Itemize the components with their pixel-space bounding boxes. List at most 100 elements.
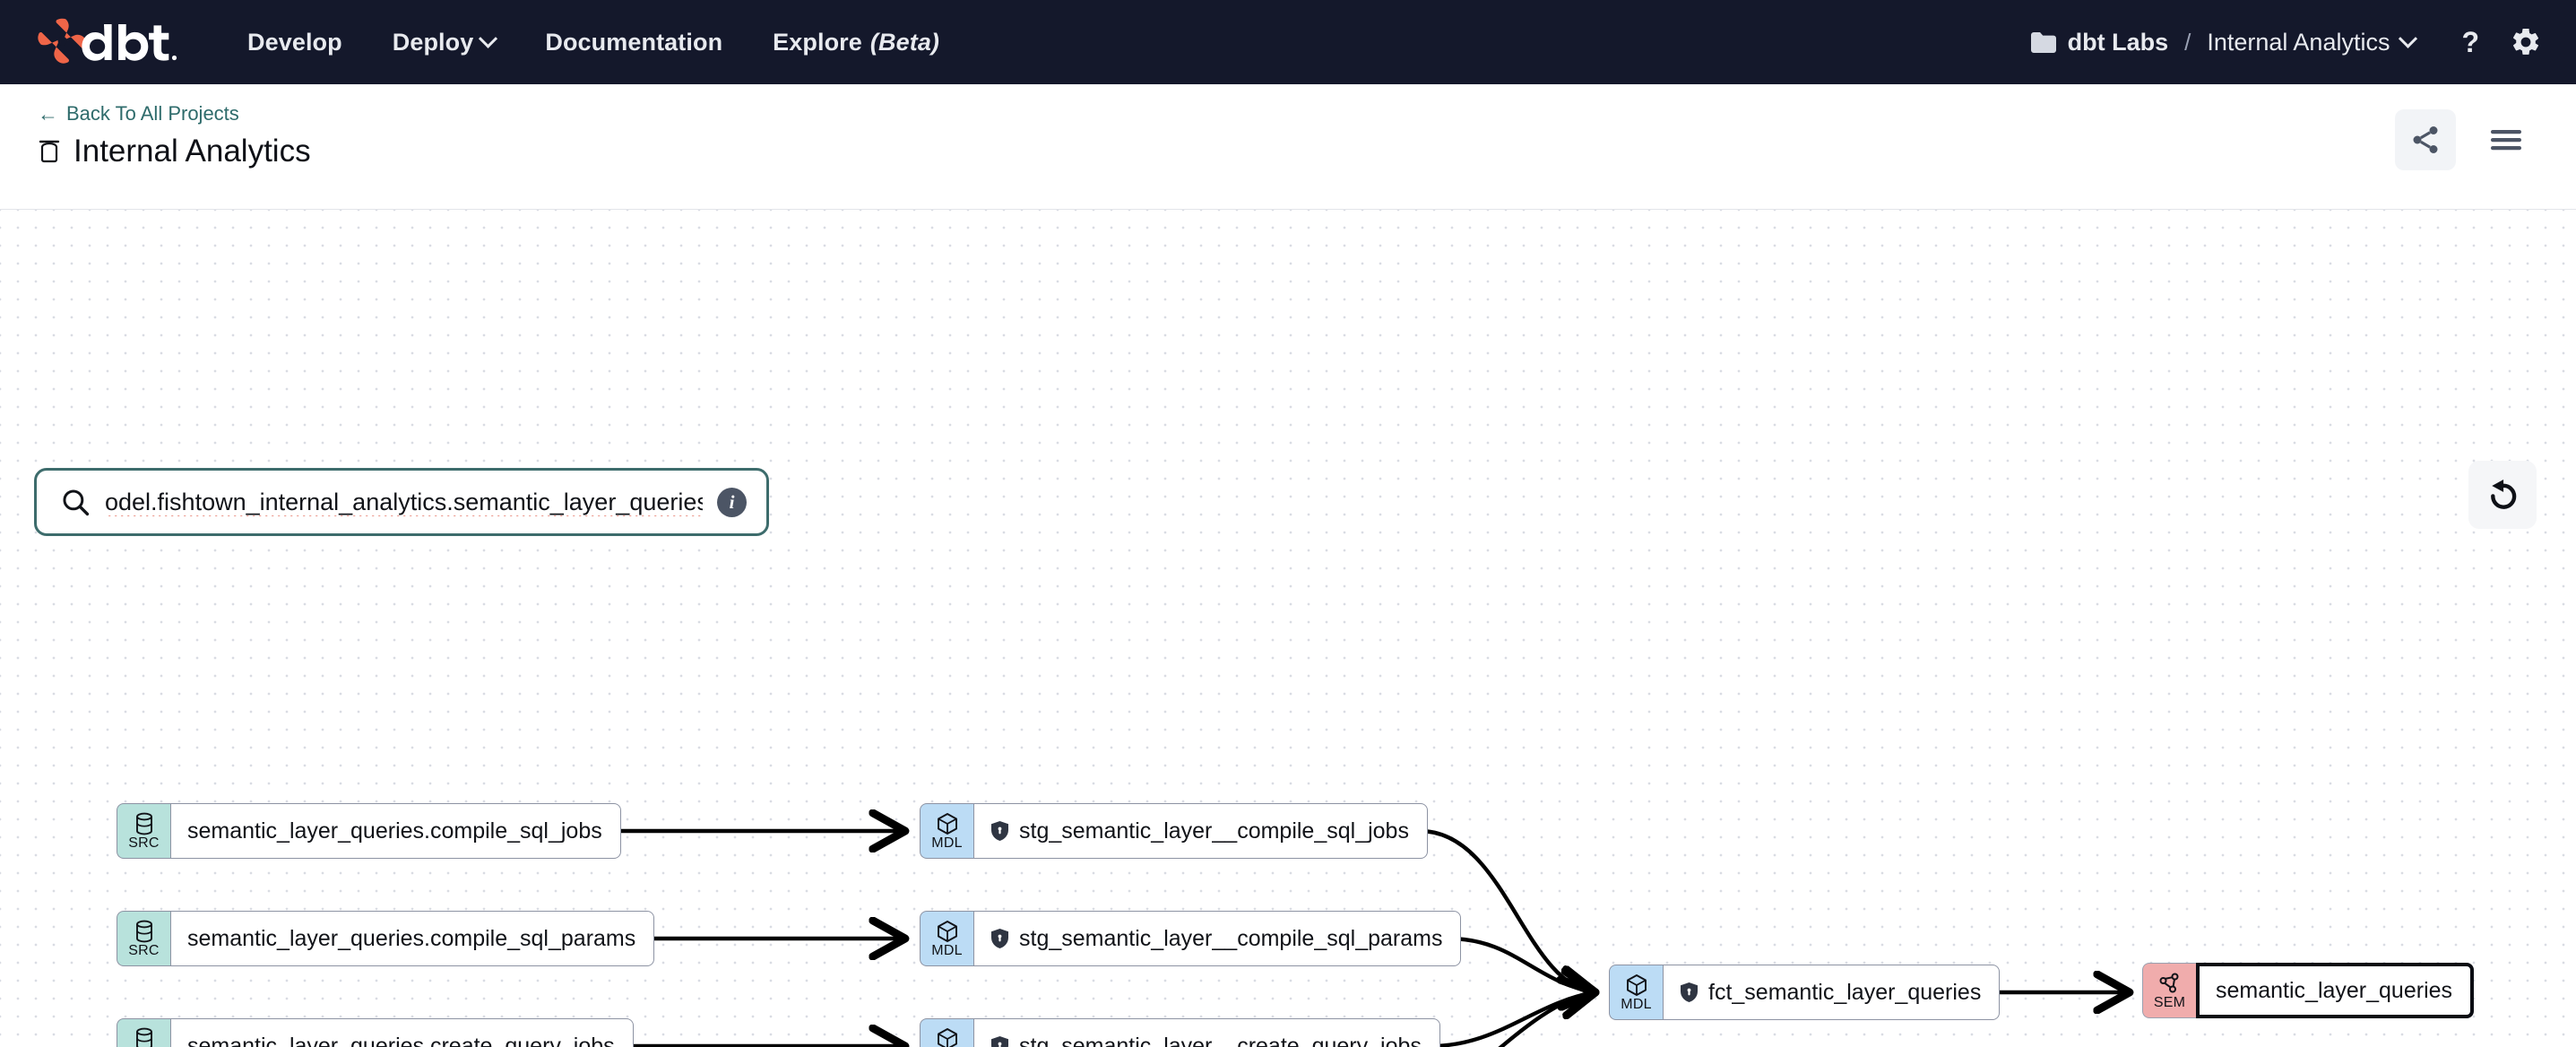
subheader-actions [2395, 84, 2537, 170]
node-badge-sem: SEM [2142, 963, 2196, 1018]
help-icon[interactable]: ? [2461, 28, 2479, 56]
search-info-glyph: i [729, 490, 735, 513]
search-info-icon[interactable]: i [717, 487, 747, 517]
lineage-node-mdl1[interactable]: MDL stg_semantic_layer__compile_sql_jobs [920, 803, 1428, 859]
node-label: stg_semantic_layer__create_query_jobs [1019, 1033, 1422, 1047]
hamburger-menu-icon [2491, 130, 2521, 151]
edge-mdl3-fct1 [1430, 992, 1595, 1047]
node-badge-src: SRC [117, 1018, 170, 1047]
node-body: stg_semantic_layer__compile_sql_jobs [973, 803, 1428, 859]
node-label: semantic_layer_queries [2216, 977, 2453, 1003]
list-view-button[interactable] [2476, 109, 2537, 170]
node-label: semantic_layer_queries.create_query_jobs [187, 1033, 615, 1047]
database-cylinder-icon [134, 920, 155, 943]
node-label: semantic_layer_queries.compile_sql_param… [187, 925, 636, 951]
search-icon-svg [63, 489, 90, 516]
node-badge-label: SRC [128, 835, 160, 852]
lineage-search-box[interactable]: i [34, 468, 769, 536]
reset-undo-icon [2491, 480, 2517, 509]
database-icon [39, 140, 60, 163]
dbt-logo-icon [38, 18, 177, 64]
node-body: semantic_layer_queries [2196, 963, 2475, 1018]
shield-icon [1680, 982, 1699, 1003]
breadcrumb-separator: / [2184, 28, 2191, 56]
folder-icon [2030, 31, 2056, 53]
node-body: semantic_layer_queries.create_query_jobs [170, 1018, 634, 1047]
node-badge-mdl: MDL [1609, 965, 1663, 1020]
node-body: stg_semantic_layer__create_query_jobs [973, 1018, 1440, 1047]
help-glyph: ? [2461, 26, 2479, 58]
lineage-node-src1[interactable]: SRC semantic_layer_queries.compile_sql_j… [117, 803, 621, 859]
cube-icon [1625, 973, 1648, 997]
top-navigation-bar: Develop Deploy Documentation Explore (Be… [0, 0, 2576, 84]
chevron-down-icon [2399, 29, 2418, 48]
nav-right-cluster: dbt Labs / Internal Analytics ? [2030, 26, 2542, 58]
node-label: stg_semantic_layer__compile_sql_params [1019, 925, 1443, 951]
node-badge-label: MDL [1621, 997, 1652, 1013]
node-body: semantic_layer_queries.compile_sql_jobs [170, 803, 621, 859]
page-title-text: Internal Analytics [73, 134, 311, 169]
node-badge-src: SRC [117, 803, 170, 859]
lineage-canvas[interactable]: i [0, 210, 2576, 1047]
beta-badge: (Beta) [869, 28, 940, 56]
back-to-all-projects-link[interactable]: ← Back To All Projects [38, 102, 311, 125]
cube-icon [936, 1027, 959, 1047]
org-name: dbt Labs [2067, 28, 2169, 56]
gear-icon-svg [2512, 28, 2539, 55]
subheader-left: ← Back To All Projects Internal Analytic… [38, 84, 311, 169]
org-breadcrumb[interactable]: dbt Labs [2030, 28, 2169, 56]
node-label: stg_semantic_layer__compile_sql_jobs [1019, 818, 1409, 844]
shield-icon [990, 928, 1009, 949]
node-badge-mdl: MDL [920, 1018, 973, 1047]
nav-item-documentation-label: Documentation [545, 28, 723, 56]
node-badge-src: SRC [117, 911, 170, 966]
reset-view-button[interactable] [2468, 461, 2537, 529]
node-badge-label: SEM [2153, 995, 2186, 1011]
node-badge-label: MDL [931, 943, 963, 959]
project-name: Internal Analytics [2207, 28, 2390, 56]
cube-icon [936, 812, 959, 835]
project-subheader: ← Back To All Projects Internal Analytic… [0, 84, 2576, 210]
lineage-node-fct1[interactable]: MDL fct_semantic_layer_queries [1609, 965, 2001, 1020]
lineage-node-src2[interactable]: SRC semantic_layer_queries.compile_sql_p… [117, 911, 655, 966]
primary-nav-links: Develop Deploy Documentation Explore (Be… [247, 29, 939, 56]
lineage-node-sem1[interactable]: SEM semantic_layer_queries [2142, 963, 2475, 1018]
database-cylinder-icon [134, 812, 155, 835]
lineage-node-mdl2[interactable]: MDL stg_semantic_layer__compile_sql_para… [920, 911, 1462, 966]
node-body: fct_semantic_layer_queries [1663, 965, 2001, 1020]
nav-item-deploy[interactable]: Deploy [392, 28, 498, 56]
search-input[interactable] [105, 488, 703, 516]
nav-item-explore-label: Explore [773, 28, 862, 56]
back-link-label: Back To All Projects [66, 102, 239, 125]
dbt-logo[interactable] [38, 16, 188, 68]
node-badge-mdl: MDL [920, 911, 973, 966]
node-label: fct_semantic_layer_queries [1708, 979, 1982, 1005]
node-badge-label: MDL [931, 835, 963, 852]
nav-item-documentation[interactable]: Documentation [545, 29, 722, 56]
node-badge-mdl: MDL [920, 803, 973, 859]
nav-item-develop-label: Develop [247, 28, 342, 56]
page-title: Internal Analytics [38, 134, 311, 169]
shield-icon [990, 820, 1009, 842]
search-icon [60, 487, 91, 517]
node-badge-label: SRC [128, 943, 160, 959]
cube-icon [936, 920, 959, 943]
project-breadcrumb-dropdown[interactable]: Internal Analytics [2207, 28, 2418, 56]
shield-icon [990, 1035, 1009, 1047]
chevron-down-icon [479, 29, 498, 48]
lineage-graph-icon [2413, 126, 2438, 153]
gear-icon[interactable] [2510, 26, 2542, 58]
database-cylinder-icon [134, 1027, 155, 1047]
lineage-view-button[interactable] [2395, 109, 2456, 170]
left-arrow-icon: ← [38, 101, 58, 125]
lineage-node-mdl3[interactable]: MDL stg_semantic_layer__create_query_job… [920, 1018, 1440, 1047]
nav-item-deploy-label: Deploy [392, 28, 474, 56]
nav-item-explore[interactable]: Explore (Beta) [773, 29, 939, 56]
node-label: semantic_layer_queries.compile_sql_jobs [187, 818, 602, 844]
node-body: stg_semantic_layer__compile_sql_params [973, 911, 1462, 966]
lineage-node-src3[interactable]: SRC semantic_layer_queries.create_query_… [117, 1018, 634, 1047]
edge-mdl2-fct1 [1448, 936, 1595, 992]
node-body: semantic_layer_queries.compile_sql_param… [170, 911, 655, 966]
semantic-model-icon [2158, 972, 2182, 995]
nav-item-develop[interactable]: Develop [247, 29, 342, 56]
